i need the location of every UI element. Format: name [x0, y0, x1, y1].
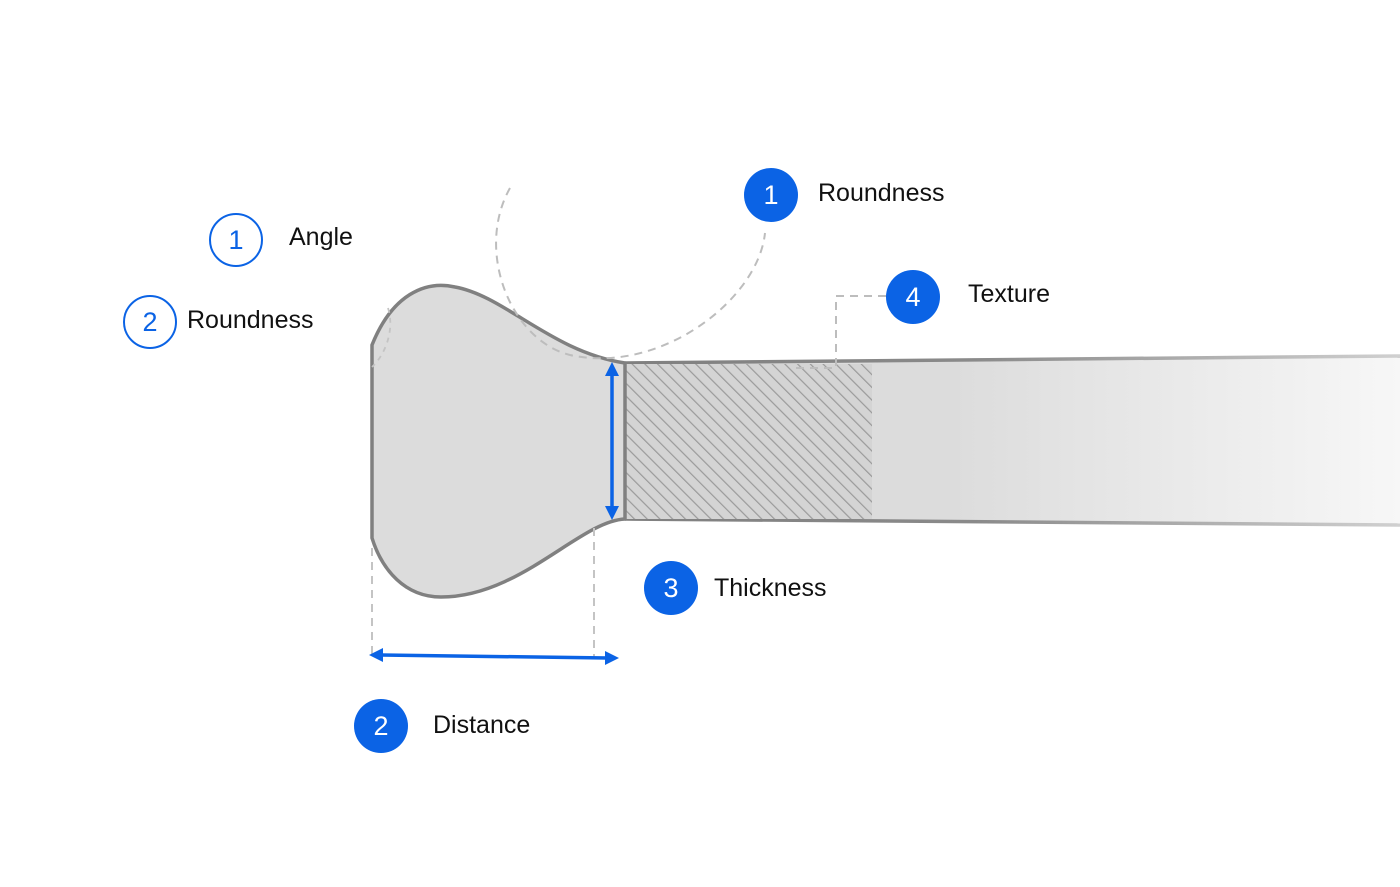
texture-number-badge: 4 [886, 270, 940, 324]
brush-head [370, 283, 627, 599]
roundness-left-number-badge: 2 [123, 295, 177, 349]
thickness-arrow [605, 362, 619, 520]
brush-shaft-top-edge [624, 354, 1400, 365]
angle-guide-line [371, 307, 392, 368]
roundness-top-label: Roundness [818, 179, 945, 207]
brush-shaft-bottom-edge [624, 517, 1400, 527]
distance-arrow [369, 648, 619, 665]
texture-label: Texture [968, 280, 1050, 308]
distance-label: Distance [433, 711, 531, 739]
texture-leader-line [790, 295, 886, 369]
thickness-label: Thickness [714, 574, 827, 602]
texture-region [618, 364, 872, 519]
roundness-left-label: Roundness [187, 306, 314, 334]
angle-label: Angle [289, 223, 353, 251]
roundness-top-number-badge: 1 [744, 168, 798, 222]
roundness-guide-arc [495, 187, 766, 360]
distance-number-badge: 2 [354, 699, 408, 753]
angle-number-badge: 1 [209, 213, 263, 267]
thickness-number-badge: 3 [644, 561, 698, 615]
